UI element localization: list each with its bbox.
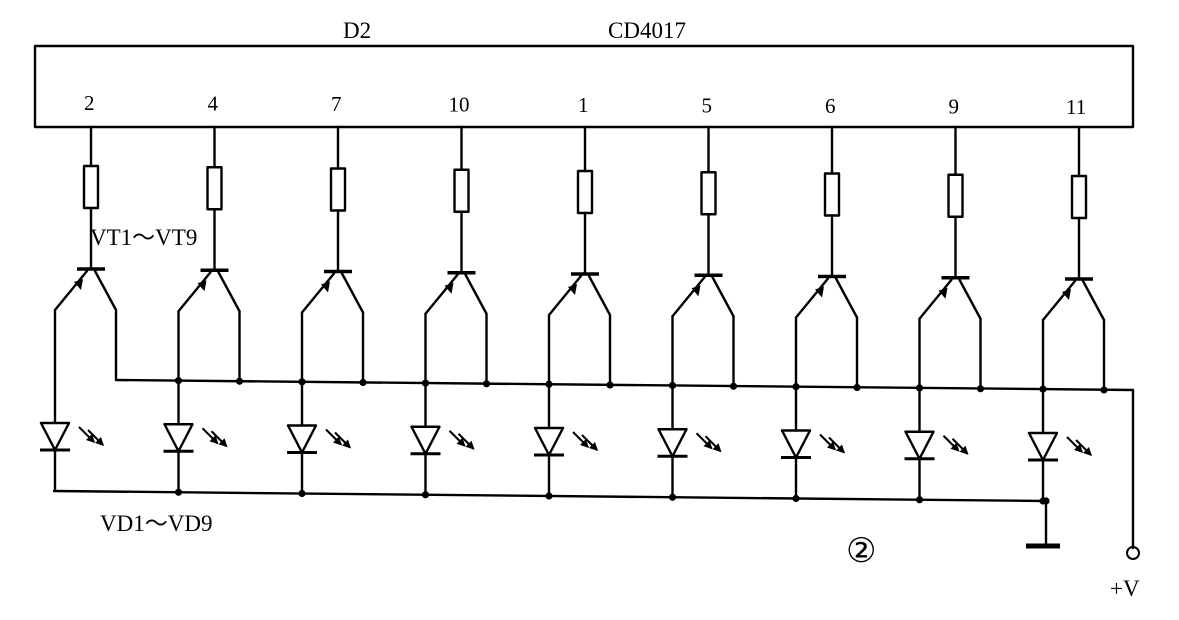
led-icon: [533, 426, 565, 457]
driver-stage: 7: [286, 92, 367, 498]
light-arrow-icon: [86, 434, 95, 443]
light-arrow-icon: [209, 435, 219, 445]
ic-pin-number: 11: [1066, 95, 1086, 119]
driver-stages: 2 4 7 10 1 5 6 9 11: [39, 91, 1108, 505]
light-arrow-icon: [1074, 444, 1083, 453]
light-arrow-icon: [456, 437, 466, 447]
led-icon: [657, 428, 688, 458]
emitter-lead: [918, 278, 953, 320]
collector-lead: [93, 269, 118, 312]
emitter-arrow-icon: [321, 281, 330, 293]
collector-lead: [217, 271, 241, 313]
supply-label: +V: [1110, 576, 1140, 601]
collector-lead: [464, 273, 488, 315]
led-range-label: VD1～VD9: [100, 511, 212, 536]
ic-pin-number: 2: [84, 91, 95, 115]
driver-stage: 1: [533, 93, 614, 500]
light-arrow-icon: [703, 440, 713, 450]
collector-lead: [587, 274, 612, 317]
led-icon: [780, 429, 812, 459]
supply-terminal: [1126, 546, 1140, 560]
emitter-arrow-icon: [197, 280, 207, 292]
led-icon: [163, 423, 194, 453]
light-arrow-icon: [950, 442, 960, 452]
driver-stage: 2: [39, 91, 118, 493]
emitter-arrow-icon: [691, 285, 701, 297]
emitter-arrow-icon: [1062, 289, 1071, 300]
collector-lead: [834, 277, 859, 319]
led-icon: [410, 425, 441, 455]
figure-number: ②: [846, 533, 876, 570]
led-icon: [1027, 431, 1059, 462]
base-resistor: [206, 166, 223, 211]
emitter-lead: [794, 277, 830, 319]
base-resistor: [82, 164, 100, 210]
ic-designator: D2: [343, 18, 371, 43]
emitter-lead: [547, 274, 583, 317]
base-resistor: [329, 167, 347, 212]
ic-pin-number: 9: [949, 95, 960, 119]
ic-pin-number: 1: [578, 93, 589, 117]
ic-pin-number: 5: [702, 94, 713, 118]
emitter-arrow-icon: [815, 286, 824, 298]
collector-bus: [114, 378, 1135, 392]
ic-part-number: CD4017: [608, 18, 686, 43]
emitter-lead: [1041, 279, 1077, 322]
light-arrow-icon: [712, 443, 722, 453]
light-arrow-icon: [1083, 447, 1092, 456]
base-resistor: [576, 169, 594, 215]
driver-stage: 5: [657, 94, 738, 501]
emitter-lead: [300, 272, 336, 314]
light-arrow-icon: [959, 445, 969, 455]
light-arrow-icon: [95, 437, 104, 446]
emitter-lead: [671, 276, 706, 318]
led-icon: [286, 424, 318, 454]
led-icon: [39, 421, 71, 452]
ic-pin-number: 10: [449, 93, 470, 117]
collector-lead: [958, 278, 982, 320]
led-icon: [904, 430, 935, 460]
light-arrow-icon: [218, 438, 228, 448]
emitter-arrow-icon: [74, 279, 83, 290]
light-arrow-icon: [580, 439, 589, 448]
light-arrow-icon: [836, 444, 845, 454]
emitter-lead: [177, 271, 212, 313]
base-resistor: [947, 173, 964, 218]
driver-stage: 4: [163, 92, 244, 496]
ic-pin-number: 6: [825, 94, 836, 118]
cathode-bus: [52, 489, 1048, 503]
emitter-lead: [424, 273, 459, 315]
base-resistor: [1070, 174, 1088, 220]
driver-stage: 6: [780, 94, 861, 503]
base-resistor: [453, 168, 470, 213]
driver-stage: 11: [1027, 95, 1108, 505]
collector-lead: [1081, 279, 1106, 322]
driver-stage: 9: [904, 95, 985, 504]
transistor-range-label: VT1～VT9: [90, 225, 197, 250]
light-arrow-icon: [333, 436, 342, 446]
base-resistor: [700, 171, 717, 216]
ic-pin-number: 4: [208, 92, 219, 116]
collector-lead: [340, 272, 365, 314]
ic-pin-number: 7: [331, 92, 342, 116]
light-arrow-icon: [589, 442, 598, 451]
base-resistor: [823, 172, 841, 217]
emitter-arrow-icon: [444, 282, 454, 294]
light-arrow-icon: [827, 441, 836, 451]
driver-stage: 10: [410, 93, 491, 499]
emitter-arrow-icon: [938, 287, 948, 299]
emitter-lead: [53, 269, 89, 312]
emitter-arrow-icon: [568, 284, 577, 295]
light-arrow-icon: [465, 440, 475, 450]
light-arrow-icon: [342, 439, 351, 449]
collector-lead: [711, 276, 735, 318]
